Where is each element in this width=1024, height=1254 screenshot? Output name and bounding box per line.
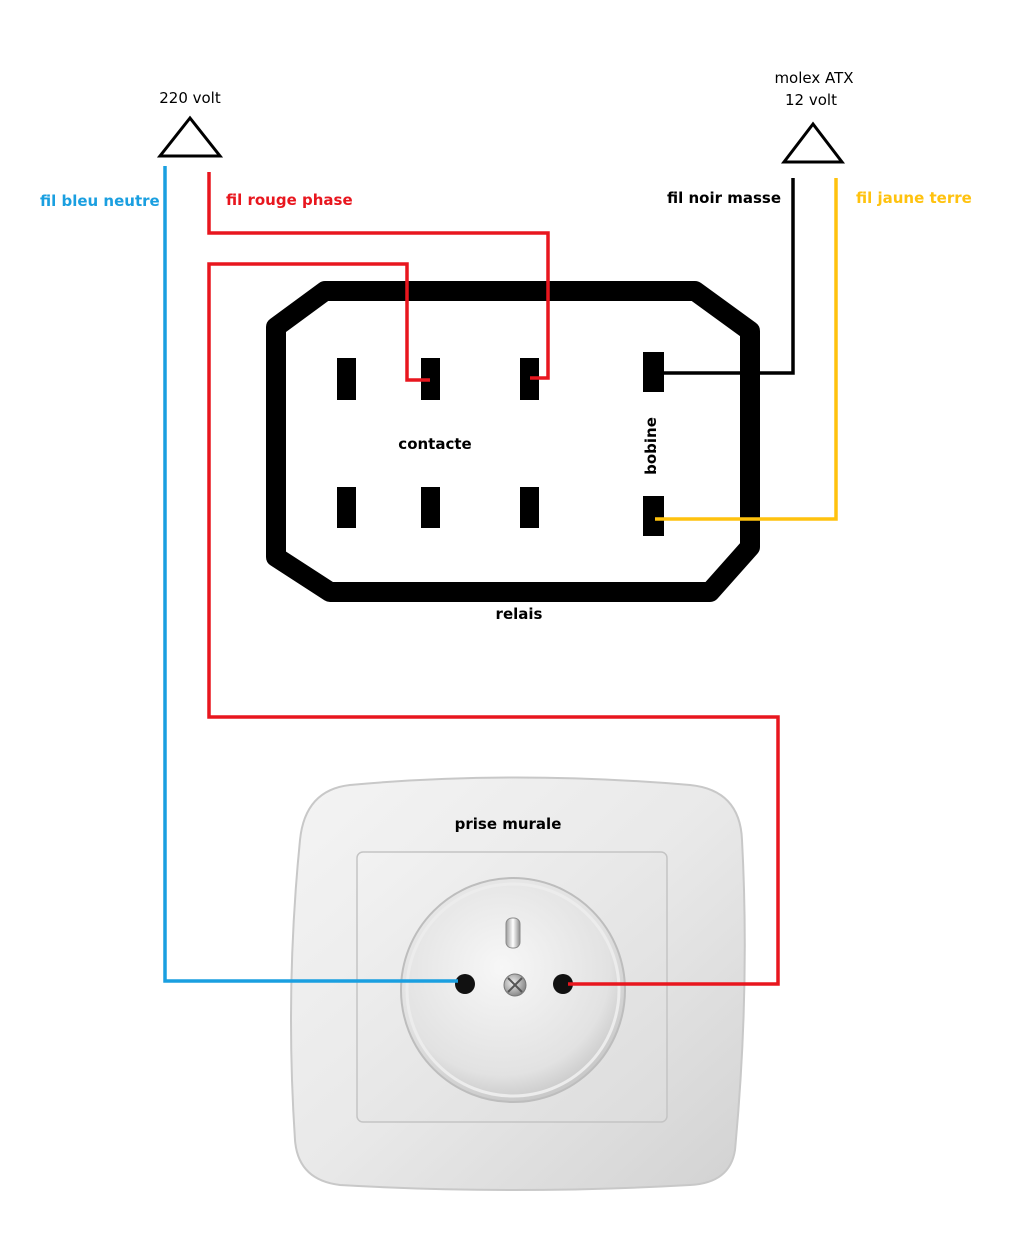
relay-pin: [421, 358, 440, 400]
earth-pin: [505, 917, 521, 949]
yellow-wire: [655, 178, 838, 521]
relay-pin: [337, 487, 356, 528]
outlet-label: prise murale: [455, 815, 562, 833]
red-phase-wire: [207, 172, 550, 380]
phase-hole: [553, 974, 573, 994]
mains-source-triangle: [156, 115, 224, 158]
relay-pin: [337, 358, 356, 400]
wall-outlet: [290, 776, 746, 1191]
yellow-wire-label: fil jaune terre: [856, 189, 972, 207]
neutral-hole: [455, 974, 475, 994]
relay-label: relais: [496, 605, 543, 623]
black-ground-wire: [655, 178, 795, 375]
relay-body: [266, 281, 760, 602]
contacts-label: contacte: [398, 435, 471, 453]
blue-wire-label: fil bleu neutre: [40, 192, 160, 210]
coil-label: bobine: [642, 417, 660, 475]
red-load-wire: [207, 262, 780, 986]
relay-pin: [421, 487, 440, 528]
atx-source-triangle: [780, 121, 846, 164]
atx-label-line1: molex ATX: [774, 69, 853, 87]
relay-pin: [520, 358, 539, 400]
relay-pin: [520, 487, 539, 528]
atx-label-line2: 12 volt: [785, 91, 837, 109]
blue-neutral-wire: [163, 166, 458, 983]
relay-pins: [337, 352, 664, 536]
mains-label: 220 volt: [159, 89, 221, 107]
black-wire-label: fil noir masse: [667, 189, 781, 207]
red-wire-label: fil rouge phase: [226, 191, 353, 209]
relay-pin: [643, 496, 664, 536]
relay-pin: [643, 352, 664, 392]
